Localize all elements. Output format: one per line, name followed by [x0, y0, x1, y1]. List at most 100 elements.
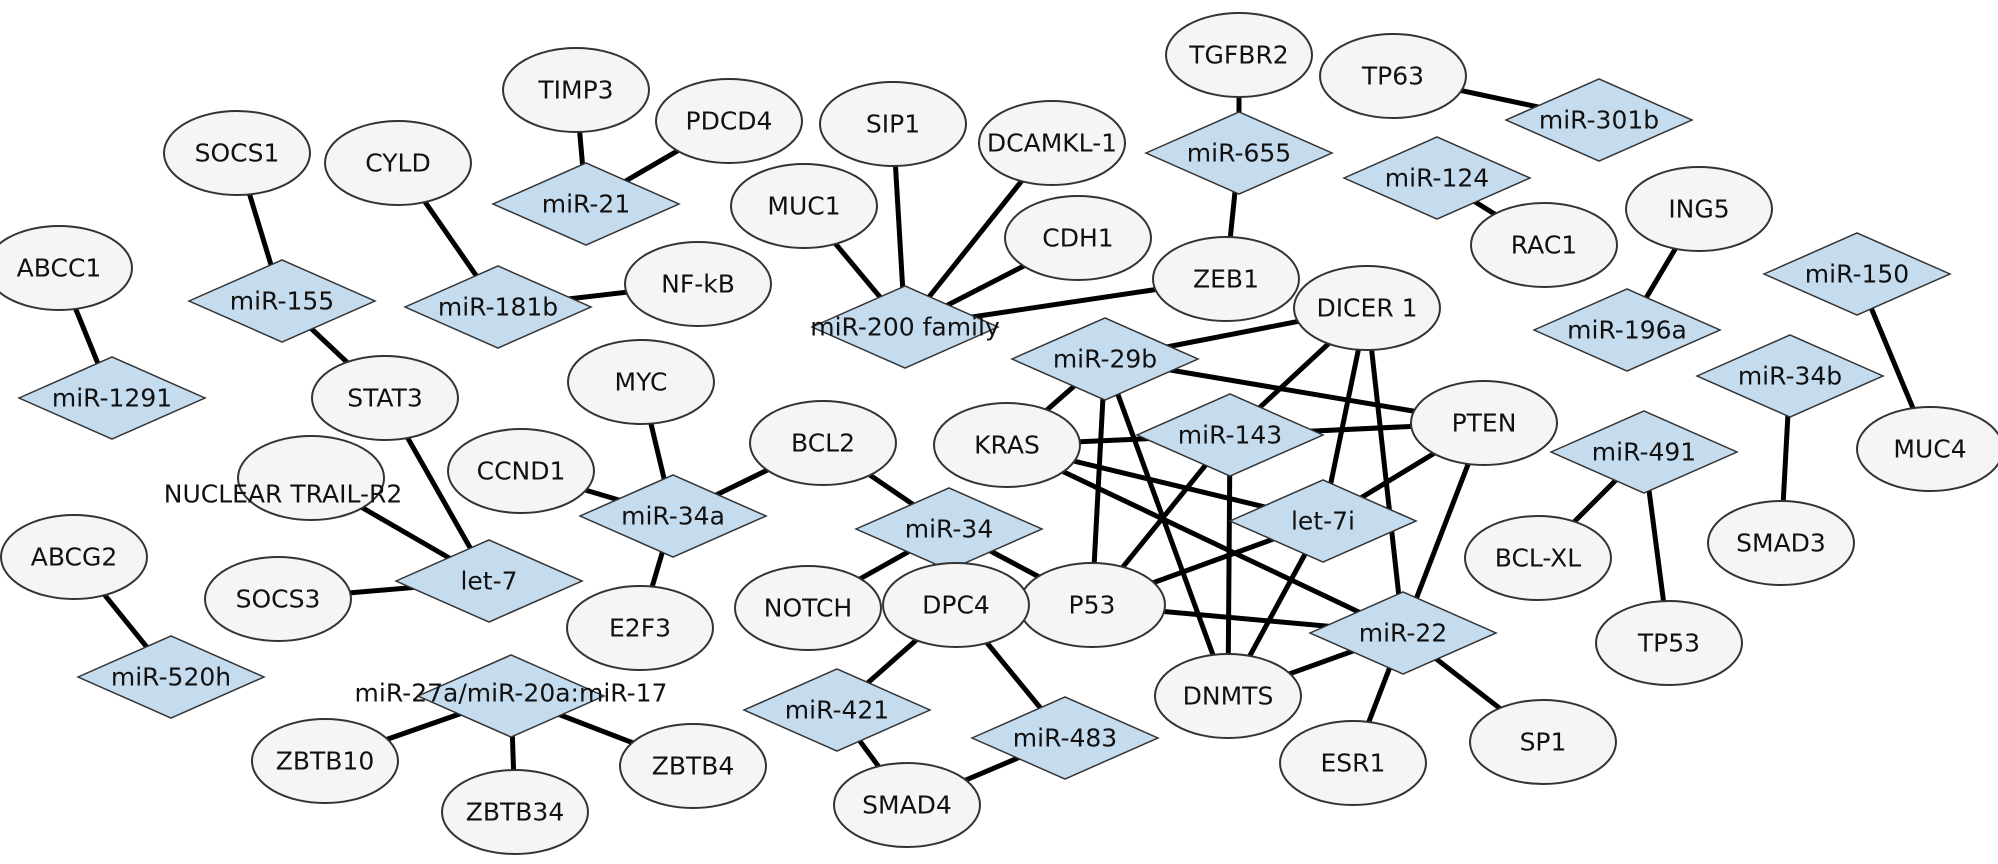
gene-ellipse[interactable] [0, 225, 133, 311]
node-timp3[interactable]: TIMP3 [502, 47, 650, 133]
node-abcg2[interactable]: ABCG2 [0, 514, 148, 600]
node-socs3[interactable]: SOCS3 [204, 556, 352, 642]
mirna-diamond[interactable] [1762, 232, 1952, 316]
node-smad4[interactable]: SMAD4 [833, 762, 981, 848]
mirna-diamond[interactable] [1308, 591, 1498, 675]
gene-ellipse[interactable] [1279, 720, 1427, 806]
gene-ellipse[interactable] [749, 400, 897, 486]
node-nuclear-trail-r2[interactable]: NUCLEAR TRAIL-R2 [164, 435, 403, 521]
node-sp1[interactable]: SP1 [1469, 699, 1617, 785]
gene-ellipse[interactable] [502, 47, 650, 133]
gene-ellipse[interactable] [251, 718, 399, 804]
node-mir-22[interactable]: miR-22 [1308, 591, 1498, 675]
node-smad3[interactable]: SMAD3 [1707, 500, 1855, 586]
gene-ellipse[interactable] [1293, 265, 1441, 351]
node-zeb1[interactable]: ZEB1 [1152, 236, 1300, 322]
node-pdcd4[interactable]: PDCD4 [655, 78, 803, 164]
mirna-diamond[interactable] [403, 265, 593, 349]
gene-ellipse[interactable] [441, 769, 589, 855]
node-mir-200-family[interactable]: miR-200 family [810, 285, 1000, 369]
gene-ellipse[interactable] [1470, 202, 1618, 288]
gene-ellipse[interactable] [819, 81, 967, 167]
mirna-diamond[interactable] [1144, 111, 1334, 195]
gene-ellipse[interactable] [163, 110, 311, 196]
node-dicer-1[interactable]: DICER 1 [1293, 265, 1441, 351]
gene-ellipse[interactable] [1154, 653, 1302, 739]
mirna-diamond[interactable] [1549, 410, 1739, 494]
node-bcl2[interactable]: BCL2 [749, 400, 897, 486]
mirna-diamond[interactable] [1504, 78, 1694, 162]
mirna-diamond[interactable] [491, 162, 681, 246]
mirna-diamond[interactable] [1695, 334, 1885, 418]
node-mir-155[interactable]: miR-155 [187, 259, 377, 343]
mirna-diamond[interactable] [1342, 136, 1532, 220]
node-abcc1[interactable]: ABCC1 [0, 225, 133, 311]
node-mir-143[interactable]: miR-143 [1135, 393, 1325, 477]
node-mir-150[interactable]: miR-150 [1762, 232, 1952, 316]
node-mir-34a[interactable]: miR-34a [578, 474, 768, 558]
gene-ellipse[interactable] [1464, 515, 1612, 601]
node-pten[interactable]: PTEN [1410, 380, 1558, 466]
gene-ellipse[interactable] [447, 428, 595, 514]
mirna-diamond[interactable] [17, 356, 207, 440]
node-mir-181b[interactable]: miR-181b [403, 265, 593, 349]
node-mir-34[interactable]: miR-34 [854, 487, 1044, 571]
gene-ellipse[interactable] [1319, 33, 1467, 119]
mirna-diamond[interactable] [416, 654, 606, 738]
node-zbtb4[interactable]: ZBTB4 [619, 723, 767, 809]
node-mir-655[interactable]: miR-655 [1144, 111, 1334, 195]
node-tgfbr2[interactable]: TGFBR2 [1165, 12, 1313, 98]
node-cyld[interactable]: CYLD [324, 120, 472, 206]
node-tp63[interactable]: TP63 [1319, 33, 1467, 119]
mirna-diamond[interactable] [578, 474, 768, 558]
gene-ellipse[interactable] [730, 163, 878, 249]
node-mir-520h[interactable]: miR-520h [76, 635, 266, 719]
gene-ellipse[interactable] [1469, 699, 1617, 785]
node-bcl-xl[interactable]: BCL-XL [1464, 515, 1612, 601]
node-mir-27a-mir-20a-mir-17[interactable]: miR-27a/miR-20a:miR-17 [355, 654, 668, 738]
gene-ellipse[interactable] [619, 723, 767, 809]
node-ccnd1[interactable]: CCND1 [447, 428, 595, 514]
gene-ellipse[interactable] [882, 562, 1030, 648]
mirna-diamond[interactable] [1228, 479, 1418, 563]
node-p53[interactable]: P53 [1018, 562, 1166, 648]
gene-ellipse[interactable] [0, 514, 148, 600]
gene-ellipse[interactable] [933, 402, 1081, 488]
node-dnmts[interactable]: DNMTS [1154, 653, 1302, 739]
gene-ellipse[interactable] [655, 78, 803, 164]
node-mir-21[interactable]: miR-21 [491, 162, 681, 246]
node-mir-124[interactable]: miR-124 [1342, 136, 1532, 220]
node-myc[interactable]: MYC [567, 339, 715, 425]
mirna-diamond[interactable] [394, 539, 584, 623]
node-ing5[interactable]: ING5 [1625, 166, 1773, 252]
node-sip1[interactable]: SIP1 [819, 81, 967, 167]
gene-ellipse[interactable] [1004, 195, 1152, 281]
gene-ellipse[interactable] [1165, 12, 1313, 98]
gene-ellipse[interactable] [1707, 500, 1855, 586]
gene-ellipse[interactable] [1410, 380, 1558, 466]
node-mir-491[interactable]: miR-491 [1549, 410, 1739, 494]
mirna-diamond[interactable] [187, 259, 377, 343]
mirna-diamond[interactable] [1135, 393, 1325, 477]
gene-ellipse[interactable] [311, 355, 459, 441]
node-kras[interactable]: KRAS [933, 402, 1081, 488]
node-mir-301b[interactable]: miR-301b [1504, 78, 1694, 162]
gene-ellipse[interactable] [978, 100, 1126, 186]
mirna-diamond[interactable] [1010, 317, 1200, 401]
node-cdh1[interactable]: CDH1 [1004, 195, 1152, 281]
node-dcamkl-1[interactable]: DCAMKL-1 [978, 100, 1126, 186]
node-mir-196a[interactable]: miR-196a [1532, 288, 1722, 372]
node-socs1[interactable]: SOCS1 [163, 110, 311, 196]
mirna-diamond[interactable] [854, 487, 1044, 571]
node-zbtb10[interactable]: ZBTB10 [251, 718, 399, 804]
node-mir-29b[interactable]: miR-29b [1010, 317, 1200, 401]
mirna-diamond[interactable] [76, 635, 266, 719]
gene-ellipse[interactable] [204, 556, 352, 642]
node-stat3[interactable]: STAT3 [311, 355, 459, 441]
node-e2f3[interactable]: E2F3 [566, 585, 714, 671]
node-muc1[interactable]: MUC1 [730, 163, 878, 249]
node-mir-34b[interactable]: miR-34b [1695, 334, 1885, 418]
gene-ellipse[interactable] [237, 435, 385, 521]
gene-ellipse[interactable] [1152, 236, 1300, 322]
gene-ellipse[interactable] [1856, 406, 1998, 492]
